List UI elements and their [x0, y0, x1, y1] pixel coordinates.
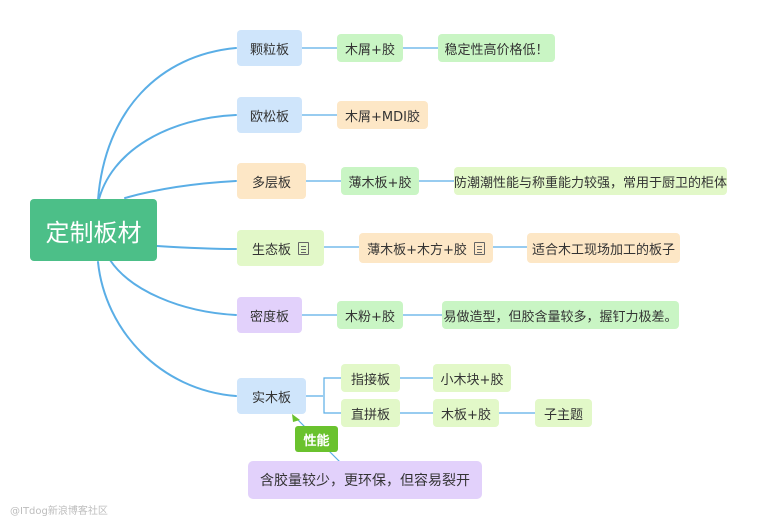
- comment-text: 含胶量较少，更环保，但容易裂开: [260, 473, 470, 489]
- branch-label: 生态板: [251, 242, 291, 258]
- detail-node-6-1-1[interactable]: 小木块+胶: [433, 364, 511, 392]
- link-root-branch-4: [156, 245, 237, 250]
- detail-node-5-1-1[interactable]: 易做造型，但胶含量较多，握钉力极差。: [442, 301, 679, 329]
- detail-node-1-1-1[interactable]: 稳定性高价格低！: [438, 34, 555, 62]
- detail-node-6-2-1[interactable]: 木板+胶: [433, 399, 499, 427]
- note-icon[interactable]: [473, 241, 485, 255]
- sub-node-2-1[interactable]: 木屑+MDI胶: [337, 101, 428, 129]
- link-root-branch-6: [97, 261, 237, 397]
- detail-node-6-2-1-1[interactable]: 子主题: [535, 399, 592, 427]
- branch-label: 实木板: [251, 390, 291, 406]
- sub-node-1-1[interactable]: 木屑+胶: [337, 34, 403, 62]
- sub-node-6-1[interactable]: 指接板: [341, 364, 400, 392]
- link-root-branch-1: [97, 47, 237, 201]
- note-icon[interactable]: [298, 241, 309, 255]
- sub-label: 薄木板+木方+胶: [367, 242, 467, 258]
- sub-node-6-2[interactable]: 直拼板: [341, 399, 400, 427]
- branch-node-5[interactable]: 密度板: [237, 297, 302, 333]
- detail-label: 适合木工现场加工的板子: [531, 242, 675, 258]
- link-root-branch-5: [109, 259, 237, 316]
- detail-label: 易做造型，但胶含量较多，握钉力极差。: [443, 309, 678, 325]
- branch-label: 多层板: [251, 175, 291, 191]
- branch-label: 颗粒板: [249, 42, 289, 58]
- branch-node-3[interactable]: 多层板: [237, 163, 306, 199]
- detail-node-4-1-1[interactable]: 适合木工现场加工的板子: [527, 233, 680, 263]
- branch-label: 欧松板: [249, 109, 289, 125]
- detail-label: 小木块+胶: [440, 372, 504, 388]
- sub-label: 木屑+胶: [345, 42, 395, 58]
- root-node[interactable]: 定制板材: [30, 199, 157, 261]
- branch-label: 密度板: [249, 309, 289, 325]
- sub-label: 薄木板+胶: [348, 175, 412, 191]
- detail-label: 稳定性高价格低！: [444, 42, 549, 58]
- sub-node-3-1[interactable]: 薄木板+胶: [341, 167, 419, 195]
- branch-node-1[interactable]: 颗粒板: [237, 30, 302, 66]
- sub-label: 木屑+MDI胶: [345, 109, 420, 125]
- root-label: 定制板材: [45, 218, 142, 247]
- tag-label: 性能: [303, 433, 330, 449]
- link-root-branch-2: [97, 114, 237, 204]
- detail-label: 子主题: [543, 407, 583, 423]
- detail-label: 防潮潮性能与称重能力较强，常用于厨卫的柜体: [454, 175, 728, 191]
- performance-comment[interactable]: 含胶量较少，更环保，但容易裂开: [248, 461, 482, 499]
- branch-node-6[interactable]: 实木板: [237, 378, 306, 414]
- sub-label: 直拼板: [350, 407, 390, 423]
- watermark: @ITdog新浪博客社区: [10, 506, 108, 517]
- sub-label: 指接板: [350, 372, 390, 388]
- branch-node-2[interactable]: 欧松板: [237, 97, 302, 133]
- detail-node-3-1-1[interactable]: 防潮潮性能与称重能力较强，常用于厨卫的柜体: [454, 167, 727, 195]
- performance-tag[interactable]: 性能: [295, 426, 338, 452]
- sub-label: 木粉+胶: [345, 309, 395, 325]
- branch-node-4[interactable]: 生态板: [237, 230, 324, 266]
- link-root-branch-3: [124, 180, 237, 199]
- sub-node-4-1[interactable]: 薄木板+木方+胶: [359, 233, 493, 263]
- detail-label: 木板+胶: [441, 407, 491, 423]
- sub-node-5-1[interactable]: 木粉+胶: [337, 301, 403, 329]
